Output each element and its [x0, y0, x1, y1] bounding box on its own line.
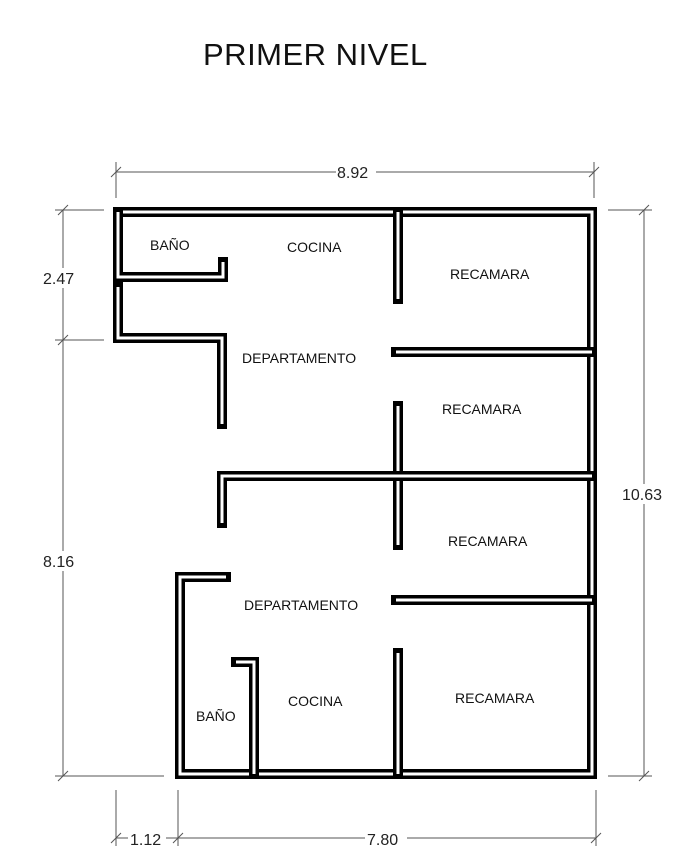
dimension-lines [55, 162, 652, 846]
dim-bottom-left: 1.12 [130, 832, 161, 849]
room-cocina-top: COCINA [287, 239, 342, 255]
dim-top-width: 8.92 [337, 165, 368, 182]
walls [113, 207, 597, 779]
room-recamara-1: RECAMARA [450, 266, 530, 282]
room-recamara-3: RECAMARA [448, 533, 528, 549]
room-recamara-2: RECAMARA [442, 401, 522, 417]
room-bano-bottom: BAÑO [196, 708, 236, 724]
dim-bottom-right: 7.80 [367, 832, 398, 849]
room-departamento-bottom: DEPARTAMENTO [244, 597, 358, 613]
room-recamara-4: RECAMARA [455, 690, 535, 706]
room-departamento-top: DEPARTAMENTO [242, 350, 356, 366]
dim-left-lower: 8.16 [43, 554, 74, 571]
dim-right-height: 10.63 [622, 487, 662, 504]
room-cocina-bottom: COCINA [288, 693, 343, 709]
room-labels: BAÑO COCINA RECAMARA DEPARTAMENTO RECAMA… [150, 237, 535, 724]
room-bano-top: BAÑO [150, 237, 190, 253]
plan-title: PRIMER NIVEL [203, 37, 428, 72]
dimension-labels: 8.92 10.63 2.47 8.16 1.12 7.80 [42, 162, 668, 849]
dim-left-upper: 2.47 [43, 271, 74, 288]
